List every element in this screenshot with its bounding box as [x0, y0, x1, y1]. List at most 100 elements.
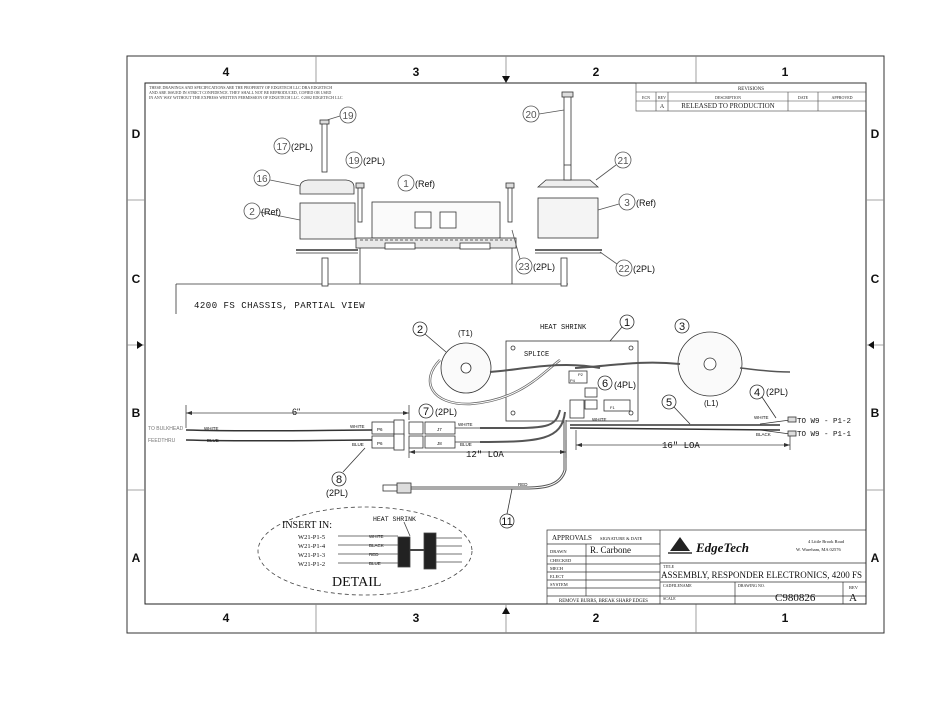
- rev-header-ecn: ECN: [642, 95, 650, 100]
- chassis-balloons: [243, 105, 636, 277]
- zone-col-bottom-1: 1: [782, 611, 789, 625]
- rev-label: REV: [849, 585, 859, 590]
- to-w9-p1-1: TO W9 - P1-1: [797, 431, 852, 439]
- detail-insert-in: INSERT IN:: [282, 520, 332, 531]
- balloon-23: 23: [518, 262, 530, 273]
- general-note: REMOVE BURRS, BREAK SHARP EDGES: [559, 599, 648, 604]
- notice-line-3: IN ANY WAY WITHOUT THE EXPRESS WRITTEN P…: [149, 95, 343, 100]
- wire-red-cable: RED: [518, 482, 528, 487]
- balloon-2-ref: 2: [249, 207, 255, 218]
- note-22: (2PL): [633, 264, 655, 274]
- detail-pin-3: W21-P1-3: [298, 552, 325, 559]
- heat-shrink-label: HEAT SHRINK: [540, 324, 587, 332]
- zone-row-left-d: D: [132, 127, 141, 141]
- system-label: SYSTEM: [550, 582, 568, 587]
- notice-line-2: AND ARE ISSUED IN STRICT CONFIDENCE. THE…: [149, 90, 331, 96]
- to-bulkhead-label: TO BULKHEAD: [148, 426, 184, 432]
- address-line-1: 4 Little Brook Road: [808, 539, 845, 544]
- detail-view: [257, 506, 473, 596]
- zone-row-left-b: B: [132, 406, 141, 420]
- wiring-assembly: [185, 331, 797, 494]
- wire-blue-left: BLUE: [207, 438, 219, 443]
- w-note-6: (4PL): [614, 380, 636, 390]
- outer-border: [126, 55, 885, 634]
- w-balloon-1: 1: [624, 317, 630, 329]
- zone-row-right-a: A: [871, 551, 880, 565]
- feedthru-label: FEEDTHRU: [148, 438, 176, 444]
- balloon-3-ref: 3: [624, 198, 630, 209]
- balloon-1-ref: 1: [403, 179, 409, 190]
- rev-header-rev: REV: [658, 95, 666, 100]
- balloon-19-top: 19: [342, 111, 354, 122]
- p4-label: P4: [570, 378, 576, 383]
- drawing-title: ASSEMBLY, RESPONDER ELECTRONICS, 4200 FS: [661, 570, 862, 580]
- drawn-label: DRAWN: [550, 549, 567, 554]
- zone-row-right-b: B: [871, 406, 880, 420]
- drawn-by: R. Carbone: [590, 545, 631, 555]
- inductor-body-right: [537, 197, 599, 239]
- zone-col-top-2: 2: [593, 65, 600, 79]
- p6-bottom-label: P6: [377, 441, 383, 446]
- detail-heat-shrink: HEAT SHRINK: [373, 516, 416, 523]
- balloon-20: 20: [525, 110, 537, 121]
- revisions-table: [635, 82, 867, 112]
- address-line-2: W. Wareham, MA 02576: [796, 547, 842, 553]
- chassis-view-title: 4200 FS CHASSIS, PARTIAL VIEW: [194, 301, 365, 311]
- detail-pin-4: W21-P1-2: [298, 561, 325, 568]
- inner-border: [144, 82, 867, 605]
- connector-p6-top: [371, 421, 395, 435]
- drawing-no-label: DRAWING NO.: [738, 583, 765, 588]
- w-note-7: (2PL): [435, 407, 457, 417]
- zone-col-bottom-4: 4: [223, 611, 230, 625]
- w-note-l1: (L1): [704, 399, 719, 408]
- rev-row-rev: A: [660, 104, 665, 110]
- wire-white-right: WHITE: [754, 415, 769, 420]
- balloon-22: 22: [618, 264, 630, 275]
- balloon-19: 19: [348, 156, 360, 167]
- zone-row-left-a: A: [132, 551, 141, 565]
- revisions-title: REVISIONS: [738, 87, 764, 92]
- detail-title: DETAIL: [332, 575, 381, 590]
- zone-col-top-1: 1: [782, 65, 789, 79]
- mech-label: MECH: [550, 566, 564, 571]
- detail-wire-1: WHITE: [369, 534, 384, 539]
- dim-6: 6": [292, 407, 300, 417]
- rev-row-description: RELEASED TO PRODUCTION: [681, 102, 774, 110]
- drawing-rev: A: [849, 592, 857, 604]
- wire-white-left: WHITE: [204, 426, 219, 431]
- detail-wire-2: BLACK: [369, 543, 384, 548]
- note-17: (2PL): [291, 142, 313, 152]
- w-note-t1: (T1): [458, 329, 473, 338]
- to-w9-p1-2: TO W9 - P1-2: [797, 418, 851, 426]
- wire-white-p6: WHITE: [350, 424, 365, 429]
- title-block: [546, 529, 867, 605]
- board-ref: [371, 201, 501, 239]
- company-name: EdgeTech: [695, 540, 749, 555]
- elect-label: ELECT: [550, 574, 564, 579]
- note-1: (Ref): [415, 179, 435, 189]
- approvals-label: APPROVALS: [552, 534, 592, 542]
- signature-date-label: SIGNATURE & DATE: [600, 536, 643, 541]
- wire-blue-p6: BLUE: [352, 442, 364, 447]
- j7-label: J7: [437, 427, 442, 432]
- wire-white-j7: WHITE: [458, 422, 473, 427]
- connector-p6-bottom: [371, 435, 395, 449]
- w-note-8: (2PL): [326, 488, 348, 498]
- chassis-view: [175, 91, 602, 314]
- w-balloon-3: 3: [679, 321, 685, 333]
- zone-row-left-c: C: [132, 272, 141, 286]
- w-balloon-7: 7: [423, 406, 429, 418]
- transformer-body-left: [299, 202, 356, 240]
- note-3: (Ref): [636, 198, 656, 208]
- zone-col-bottom-2: 2: [593, 611, 600, 625]
- note-19: (2PL): [363, 156, 385, 166]
- detail-pin-1: W21-P1-5: [298, 534, 325, 541]
- p6-top-label: P6: [377, 427, 383, 432]
- w-note-4: (2PL): [766, 387, 788, 397]
- zone-col-top-3: 3: [413, 65, 420, 79]
- balloon-17: 17: [276, 142, 288, 153]
- w-balloon-8: 8: [336, 474, 342, 486]
- balloon-16: 16: [256, 174, 268, 185]
- detail-pin-2: W21-P1-4: [298, 543, 326, 550]
- dim-12-loa: 12" LOA: [466, 450, 504, 460]
